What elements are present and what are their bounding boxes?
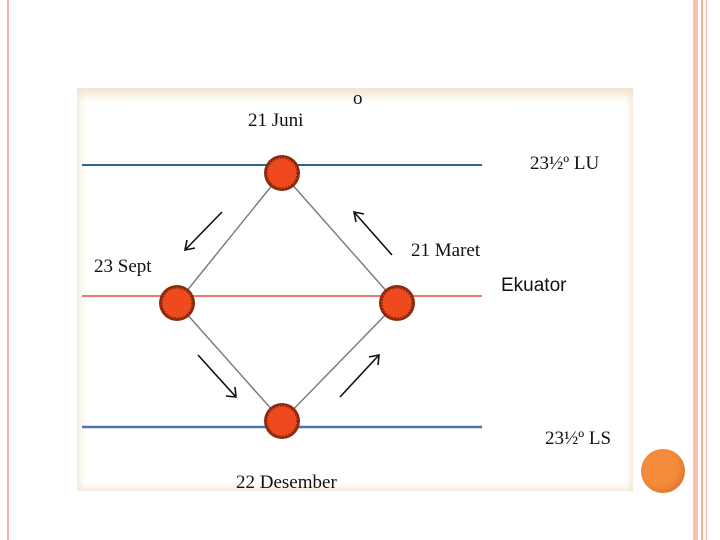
slide-frame-right-line	[701, 0, 703, 540]
arrow-icon	[339, 354, 380, 398]
label-22-desember: 22 Desember	[236, 472, 337, 493]
label-small-mark: o	[353, 88, 363, 109]
sun-icon	[377, 283, 417, 323]
label-south-tropic: 23½º LS	[545, 428, 611, 449]
sun-icon	[262, 401, 302, 441]
sun-icon	[262, 153, 302, 193]
label-equator: Ekuator	[501, 275, 567, 296]
label-21-juni: 21 Juni	[248, 110, 303, 131]
arrow-icon	[197, 354, 237, 398]
arrow-icon	[352, 210, 393, 256]
slide-frame-left	[7, 0, 9, 540]
label-21-maret: 21 Maret	[411, 240, 481, 261]
label-north-tropic: 23½º LU	[530, 153, 599, 174]
arrow-icon	[183, 211, 223, 252]
label-23-sept: 23 Sept	[94, 256, 152, 277]
slide-frame-right	[693, 0, 698, 540]
sun-icon	[157, 283, 197, 323]
slide-accent-circle	[641, 449, 685, 493]
slide-frame-right-line	[706, 0, 707, 540]
